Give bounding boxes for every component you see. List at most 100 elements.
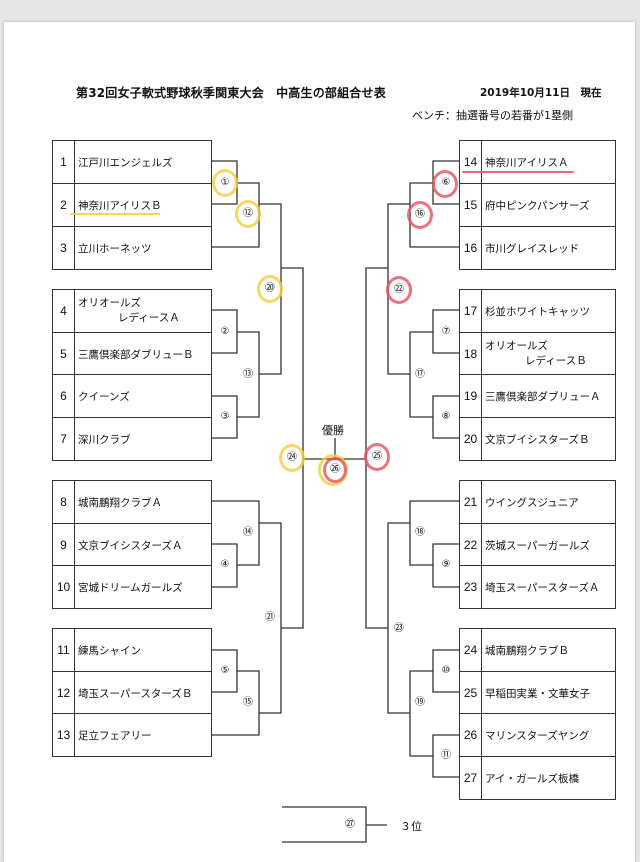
game-number: ㉓ bbox=[394, 623, 404, 634]
seed-number: 2 bbox=[53, 184, 75, 226]
team-name: 城南鵬翔クラブＡ bbox=[78, 496, 162, 509]
team-name-line1: オリオールズ bbox=[485, 340, 548, 352]
seed-number: 7 bbox=[53, 418, 75, 460]
seed-number: 21 bbox=[460, 481, 482, 523]
team-name: 城南鵬翔クラブＢ bbox=[485, 644, 569, 657]
seed-number: 24 bbox=[460, 629, 482, 671]
team-name: 杉並ホワイトキャッツ bbox=[485, 305, 590, 318]
highlight-circle-red bbox=[323, 457, 347, 483]
seed-number: 23 bbox=[460, 566, 482, 608]
team-name: 練馬シャイン bbox=[78, 644, 141, 657]
seed-number: 12 bbox=[53, 672, 75, 714]
seed-number: 26 bbox=[460, 714, 482, 756]
team-name: 市川グレイスレッド bbox=[485, 242, 580, 255]
team-name: 埼玉スーパースターズＢ bbox=[78, 687, 193, 700]
game-number: ⑱ bbox=[415, 527, 425, 538]
team-name: オリオールズレディースＢ bbox=[485, 333, 613, 375]
bracket-g14 bbox=[211, 500, 260, 566]
team-name: オリオールズレディースＡ bbox=[78, 290, 209, 332]
team-name: 文京ブイシスターズＢ bbox=[485, 433, 590, 446]
bracket-g13 bbox=[237, 331, 260, 418]
seed-number: 1 bbox=[53, 141, 75, 183]
team-name: 深川クラブ bbox=[78, 433, 131, 446]
team-name-line1: オリオールズ bbox=[78, 297, 141, 309]
game-number: ㉒ bbox=[394, 284, 404, 295]
game-number: ⑪ bbox=[441, 750, 451, 761]
team-name: クイーンズ bbox=[78, 390, 130, 403]
seed-number: 6 bbox=[53, 375, 75, 417]
seed-number: 22 bbox=[460, 524, 482, 566]
third-place-label: ３位 bbox=[400, 820, 422, 833]
seed-number: 20 bbox=[460, 418, 482, 460]
game-number: ⑩ bbox=[441, 665, 451, 676]
seed-number: 11 bbox=[53, 629, 75, 671]
document-title: 第32回女子軟式野球秋季関東大会 中高生の部組合せ表 bbox=[76, 86, 386, 100]
highlight-circle-yellow bbox=[257, 275, 283, 303]
game-number: ⑰ bbox=[415, 369, 425, 380]
game-number: ㉔ bbox=[287, 452, 297, 463]
team-name: 府中ピンクパンサーズ bbox=[485, 199, 590, 212]
game-number: ⑳ bbox=[265, 283, 275, 294]
game-number: ⑤ bbox=[220, 665, 230, 676]
highlight-circle-yellow bbox=[212, 169, 238, 197]
team-name: ウイングスジュニア bbox=[485, 496, 579, 509]
seed-number: 25 bbox=[460, 672, 482, 714]
highlight-underline-red bbox=[462, 171, 574, 173]
seed-number: 9 bbox=[53, 524, 75, 566]
game-number: ⑫ bbox=[243, 208, 253, 219]
seed-number: 19 bbox=[460, 375, 482, 417]
highlight-circle-red bbox=[386, 276, 412, 304]
team-name: 早稲田実業・文華女子 bbox=[485, 687, 590, 700]
game-number: ② bbox=[220, 326, 230, 337]
game-number: ㉖ bbox=[330, 464, 340, 475]
bracket-g18 bbox=[409, 500, 459, 566]
highlight-underline-yellow bbox=[70, 213, 160, 215]
game-number: ㉕ bbox=[372, 451, 382, 462]
team-name: 文京ブイシスターズＡ bbox=[78, 539, 183, 552]
game-number: ⑯ bbox=[415, 209, 425, 220]
seed-number: 27 bbox=[460, 757, 482, 799]
seed-number: 15 bbox=[460, 184, 482, 226]
team-name: アイ・ガールズ板橋 bbox=[485, 772, 579, 785]
seed-number: 10 bbox=[53, 566, 75, 608]
bench-note: ベンチ：抽選番号の若番が1塁側 bbox=[412, 109, 573, 122]
bracket-g21 bbox=[259, 522, 282, 714]
seed-number: 14 bbox=[460, 141, 482, 183]
team-name: 三鷹倶楽部ダブリューＡ bbox=[485, 390, 601, 403]
game-number: ① bbox=[220, 177, 230, 188]
seed-number: 8 bbox=[53, 481, 75, 523]
bracket-g15 bbox=[211, 670, 260, 736]
seed-number: 3 bbox=[53, 227, 75, 269]
seed-number: 5 bbox=[53, 333, 75, 375]
team-name: 三鷹倶楽部ダブリューＢ bbox=[78, 348, 194, 361]
game-number: ㉑ bbox=[265, 612, 275, 623]
game-number: ⑮ bbox=[243, 697, 253, 708]
game-number: ⑦ bbox=[441, 326, 451, 337]
highlight-circle-yellow bbox=[279, 444, 305, 472]
highlight-circle-red bbox=[407, 201, 433, 229]
highlight-circle-red bbox=[432, 170, 458, 198]
team-name-line2: レディースＢ bbox=[525, 355, 587, 367]
game-number: ⑬ bbox=[243, 369, 253, 380]
team-name: 神奈川アイリスＢ bbox=[78, 199, 162, 212]
team-name: 江戸川エンジェルズ bbox=[78, 156, 173, 169]
